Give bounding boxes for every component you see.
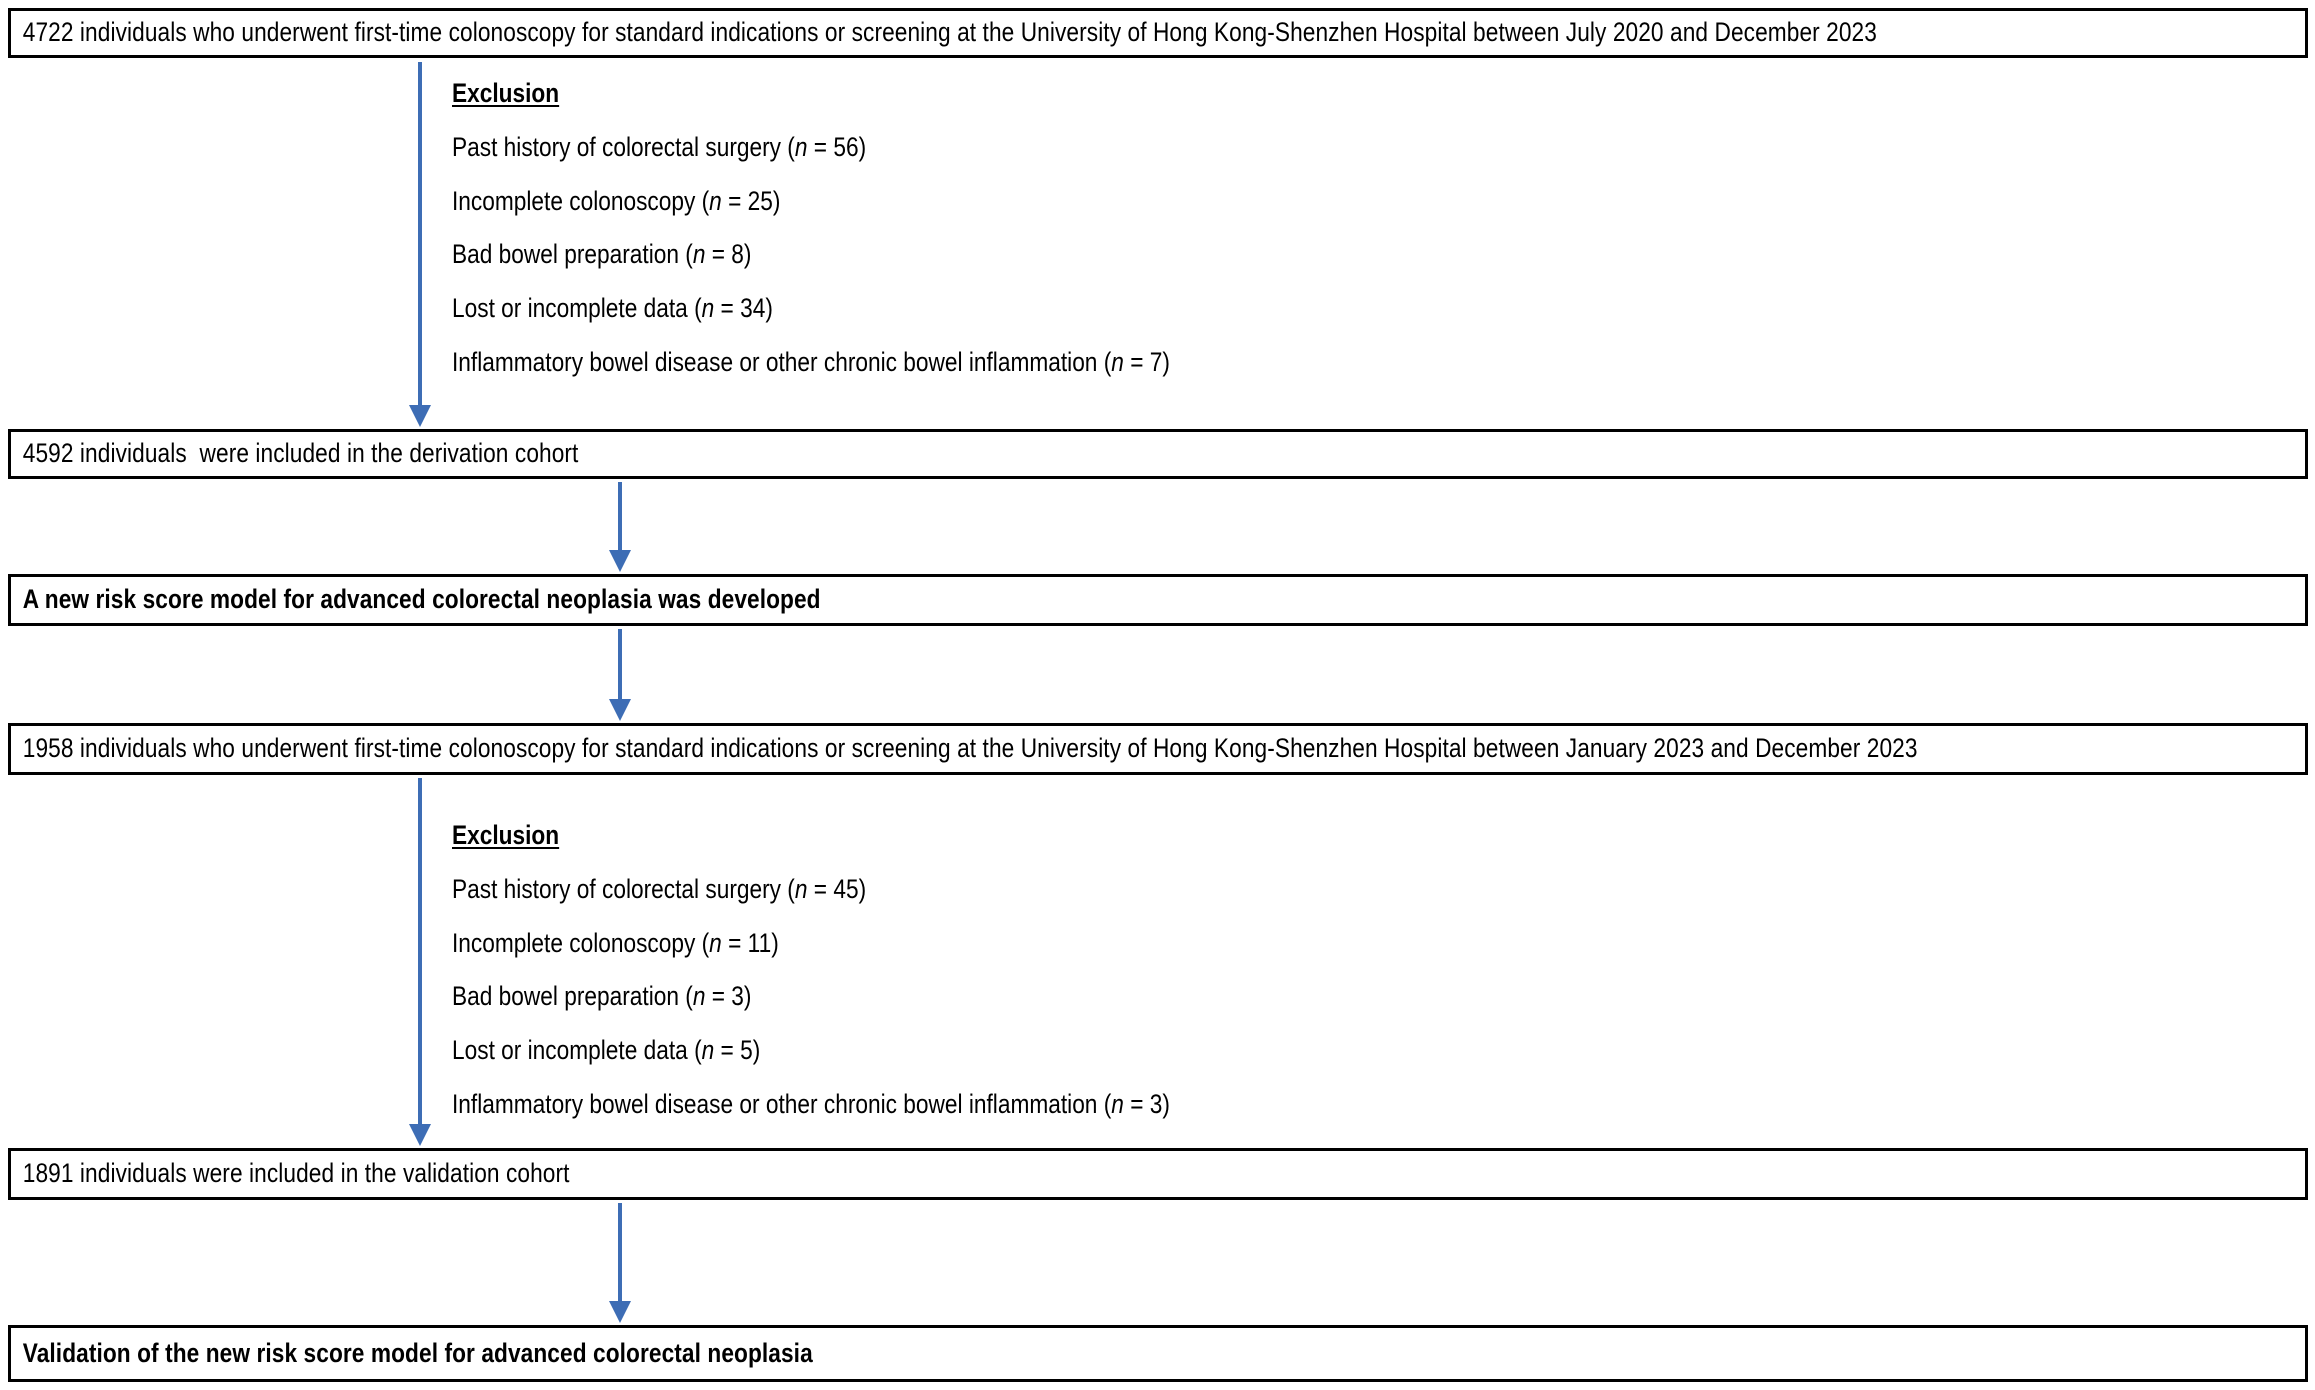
n-symbol: n <box>794 874 808 904</box>
exclusion-item: Inflammatory bowel disease or other chro… <box>452 1088 1170 1119</box>
n-symbol: n <box>692 239 706 270</box>
exclusion-item-label: Lost or incomplete data <box>452 1035 688 1066</box>
arrow-validation-source-to-cohort <box>405 778 435 1146</box>
arrow-shaft <box>618 629 622 699</box>
box-derivation-cohort-text: 4592 individuals were included in the de… <box>22 438 579 469</box>
exclusion-item-count: 11 <box>747 927 772 958</box>
n-symbol: n <box>794 132 808 162</box>
exclusion-item: Bad bowel preparation (n = 3) <box>452 981 752 1012</box>
arrow-shaft <box>618 482 622 550</box>
exclusion-item-label: Incomplete colonoscopy <box>452 927 696 958</box>
exclusion-item-label: Inflammatory bowel disease or other chro… <box>452 1088 1098 1119</box>
n-symbol: n <box>709 185 722 216</box>
exclusion-item-label: Incomplete colonoscopy <box>452 185 696 216</box>
box-source-validation-text: 1958 individuals who underwent first-tim… <box>22 733 1918 764</box>
exclusion-item-count: 45 <box>833 874 859 904</box>
n-symbol: n <box>709 927 722 958</box>
arrow-shaft <box>618 1203 622 1301</box>
exclusion-item: Lost or incomplete data (n = 34) <box>452 293 773 324</box>
exclusion-validation-title: Exclusion <box>452 820 560 850</box>
arrow-validation-cohort-to-validation <box>605 1203 635 1323</box>
arrow-head <box>409 1124 431 1146</box>
exclusion-item-count: 3 <box>1149 1088 1163 1119</box>
n-symbol: n <box>701 1035 715 1066</box>
box-validation-cohort-text: 1891 individuals were included in the va… <box>22 1158 570 1189</box>
box-derivation-cohort: 4592 individuals were included in the de… <box>8 429 2308 479</box>
exclusion-item-count: 34 <box>740 293 766 324</box>
arrow-shaft <box>418 778 422 1124</box>
box-source-derivation-text: 4722 individuals who underwent first-tim… <box>22 17 1877 48</box>
exclusion-item: Incomplete colonoscopy (n = 11) <box>452 927 779 958</box>
exclusion-item-label: Lost or incomplete data <box>452 293 688 324</box>
exclusion-item: Past history of colorectal surgery (n = … <box>452 132 867 162</box>
exclusion-derivation: Exclusion Past history of colorectal sur… <box>452 78 1307 377</box>
exclusion-item: Inflammatory bowel disease or other chro… <box>452 346 1170 377</box>
arrow-derivation-to-model <box>605 482 635 572</box>
arrow-head <box>609 550 631 572</box>
exclusion-item-count: 3 <box>731 981 744 1012</box>
arrow-head <box>409 405 431 427</box>
exclusion-item-label: Bad bowel preparation <box>452 981 679 1012</box>
exclusion-item-label: Past history of colorectal surgery <box>452 132 782 162</box>
exclusion-item: Bad bowel preparation (n = 8) <box>452 239 752 270</box>
box-validation-cohort: 1891 individuals were included in the va… <box>8 1148 2308 1200</box>
exclusion-item-count: 8 <box>731 239 744 270</box>
exclusion-item-label: Past history of colorectal surgery <box>452 874 782 904</box>
arrow-source-to-derivation <box>405 62 435 427</box>
arrow-shaft <box>418 62 422 405</box>
exclusion-item: Lost or incomplete data (n = 5) <box>452 1035 761 1066</box>
box-model-developed-text: A new risk score model for advanced colo… <box>22 584 821 615</box>
exclusion-item: Incomplete colonoscopy (n = 25) <box>452 185 781 216</box>
exclusion-derivation-title: Exclusion <box>452 78 560 108</box>
arrow-model-to-validation-source <box>605 629 635 721</box>
exclusion-item-label: Inflammatory bowel disease or other chro… <box>452 346 1098 377</box>
box-model-validated: Validation of the new risk score model f… <box>8 1325 2308 1382</box>
exclusion-validation: Exclusion Past history of colorectal sur… <box>452 820 1307 1119</box>
exclusion-item: Past history of colorectal surgery (n = … <box>452 874 867 904</box>
arrow-head <box>609 699 631 721</box>
box-source-validation: 1958 individuals who underwent first-tim… <box>8 723 2308 775</box>
n-symbol: n <box>1111 346 1124 377</box>
exclusion-item-count: 56 <box>833 132 859 162</box>
exclusion-item-count: 5 <box>740 1035 753 1066</box>
arrow-head <box>609 1301 631 1323</box>
box-source-derivation: 4722 individuals who underwent first-tim… <box>8 8 2308 58</box>
box-model-validated-text: Validation of the new risk score model f… <box>22 1337 813 1368</box>
n-symbol: n <box>701 293 715 324</box>
n-symbol: n <box>1111 1088 1124 1119</box>
box-model-developed: A new risk score model for advanced colo… <box>8 574 2308 626</box>
n-symbol: n <box>692 981 706 1012</box>
exclusion-item-count: 25 <box>747 185 773 216</box>
exclusion-item-count: 7 <box>1149 346 1163 377</box>
exclusion-item-label: Bad bowel preparation <box>452 239 679 270</box>
